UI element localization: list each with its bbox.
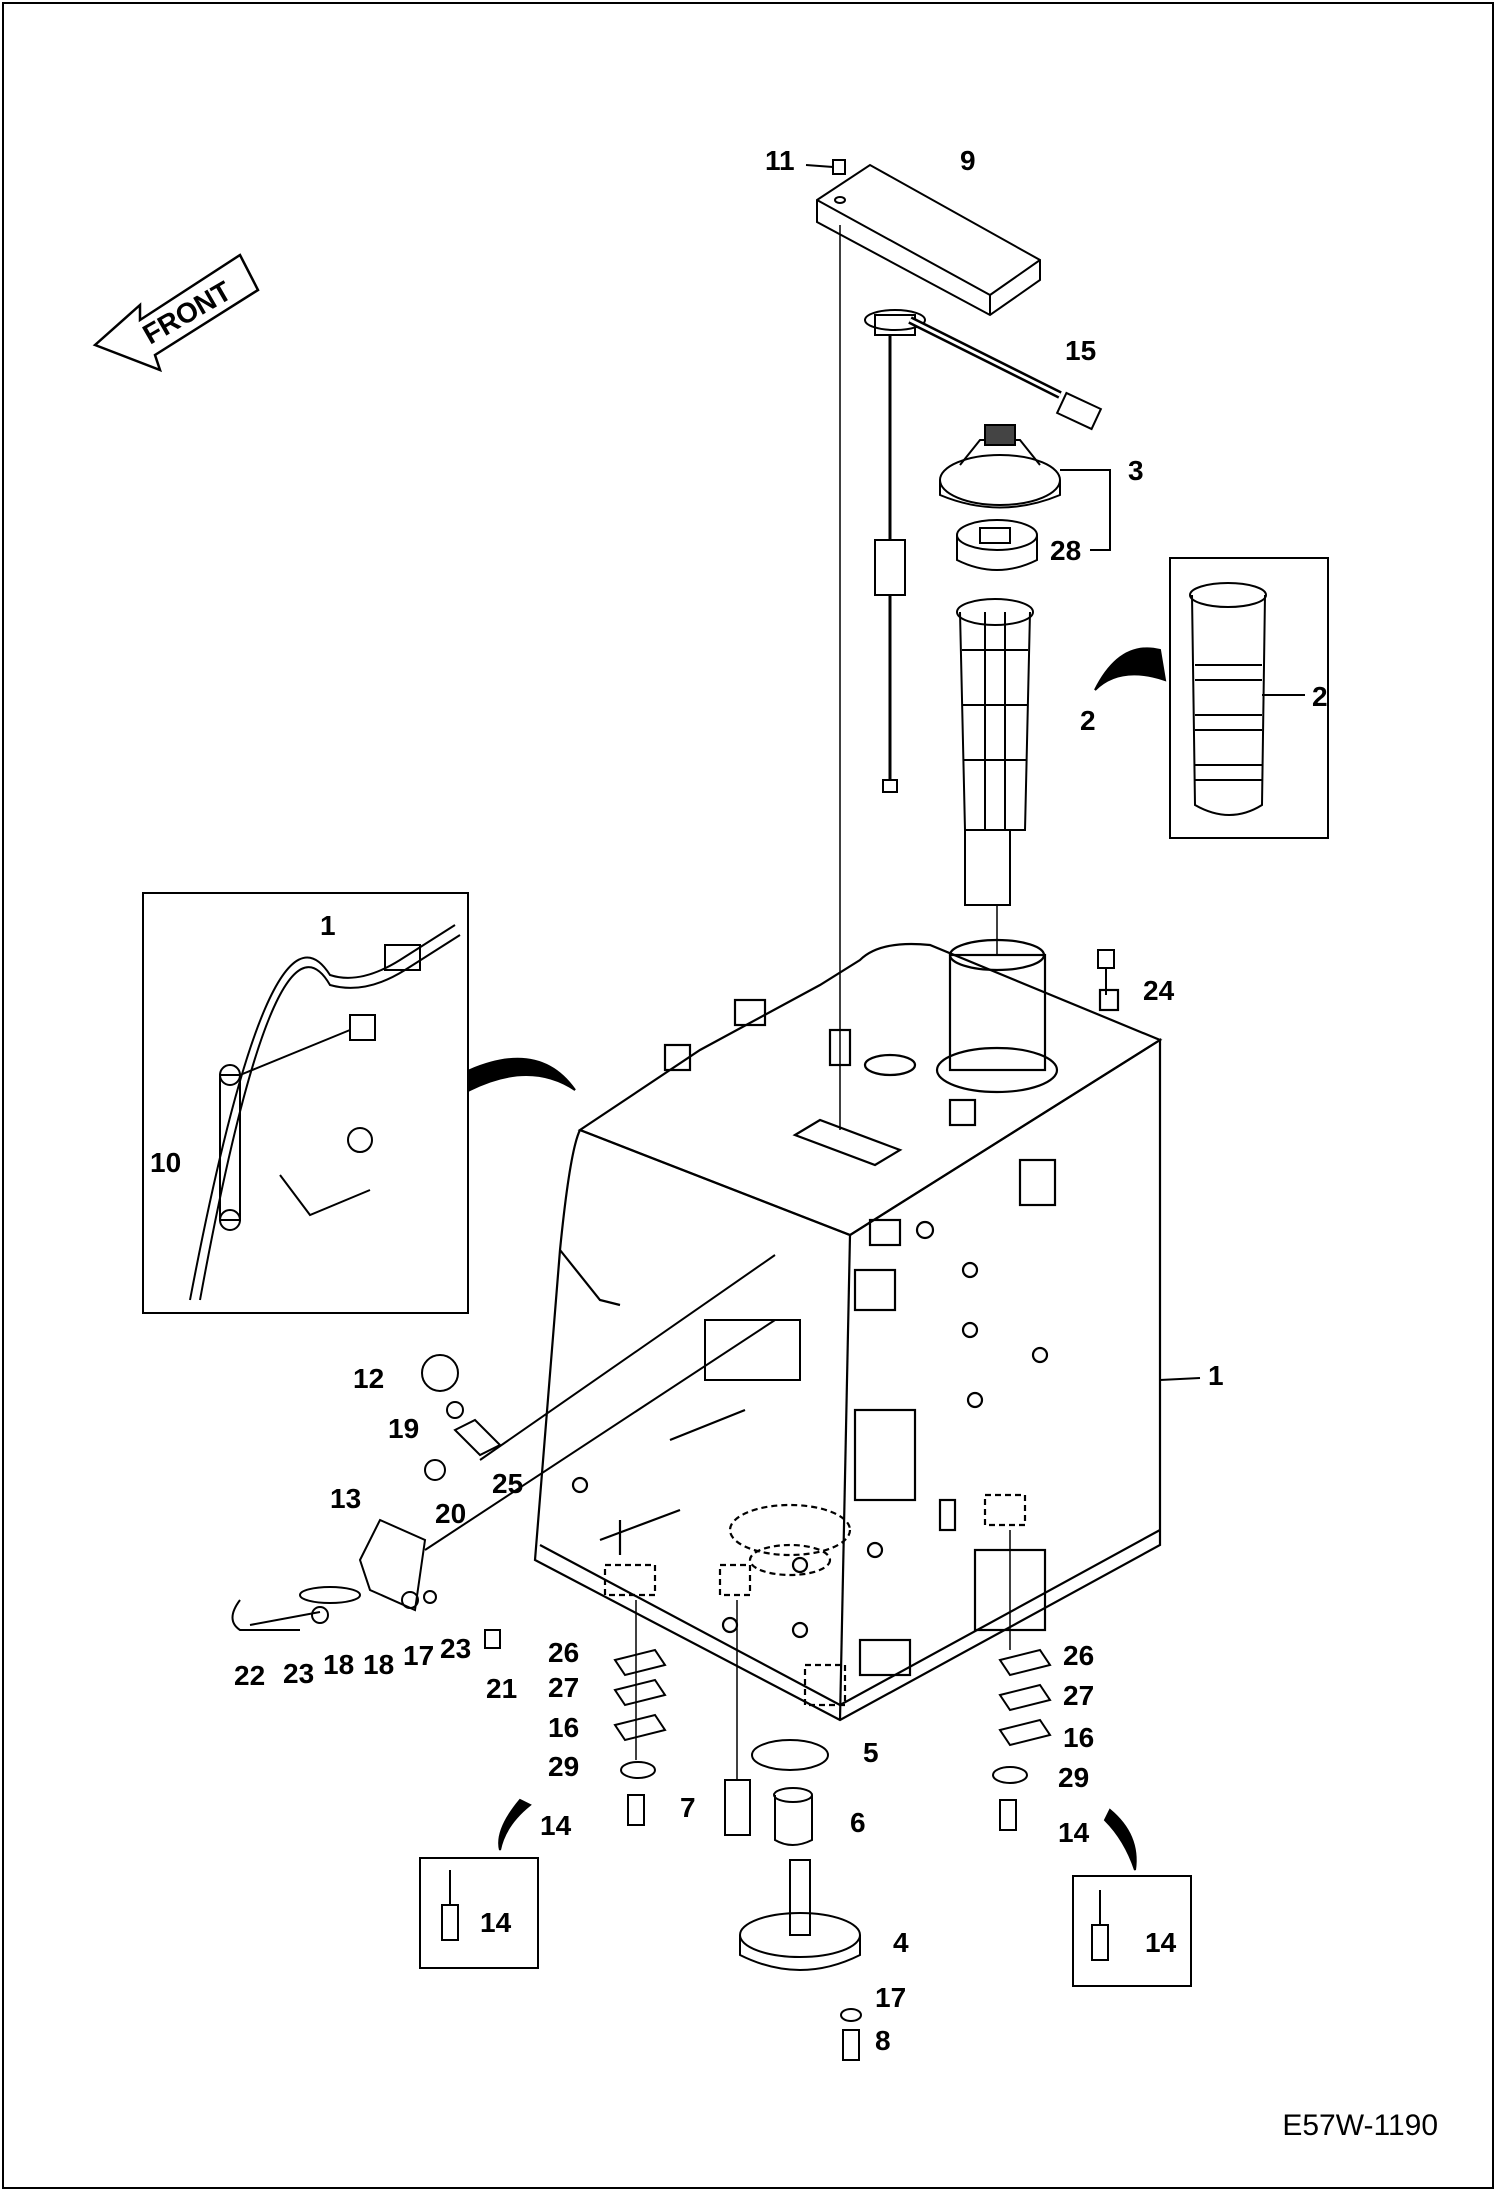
callout-4: 4 [893, 1927, 909, 1958]
callout-21: 21 [486, 1673, 517, 1704]
plug-24 [1097, 949, 1115, 995]
callout-14-inset-left: 14 [480, 1907, 512, 1938]
callout-17-bottom: 17 [875, 1982, 906, 2013]
callout-11: 11 [765, 145, 795, 176]
callout-1: 1 [1208, 1360, 1224, 1391]
callout-14-inset-right: 14 [1145, 1927, 1177, 1958]
callout-16-right: 16 [1063, 1722, 1094, 1753]
bolt-11 [805, 159, 846, 175]
callout-6: 6 [850, 1807, 866, 1838]
inset-arrow [1094, 647, 1167, 691]
inset-arrow [469, 1057, 576, 1092]
callout-7: 7 [680, 1792, 696, 1823]
suction-parts [724, 1600, 862, 2061]
callout-14-left: 14 [540, 1810, 572, 1841]
callout-20: 20 [435, 1498, 466, 1529]
callout-29-right: 29 [1058, 1762, 1089, 1793]
callout-25: 25 [492, 1468, 523, 1499]
callout-1-inset: 1 [320, 910, 336, 941]
callout-10: 10 [150, 1147, 181, 1178]
inset-level-gauge [142, 892, 469, 1314]
leader-line [1159, 1377, 1201, 1381]
callout-27-right: 27 [1063, 1680, 1094, 1711]
leader-line [1060, 469, 1111, 551]
callout-29-left: 29 [548, 1751, 579, 1782]
inset-arrow [498, 1798, 532, 1851]
callout-22: 22 [234, 1660, 265, 1691]
mount-right [992, 1530, 1052, 1831]
callout-8: 8 [875, 2025, 891, 2056]
fuel-level-sender-15 [864, 309, 1103, 793]
callout-15: 15 [1065, 335, 1096, 366]
callout-2: 2 [1080, 705, 1096, 736]
sight-gauge-parts [231, 1254, 776, 1649]
callout-28: 28 [1050, 535, 1081, 566]
callout-3: 3 [1128, 455, 1144, 486]
callout-27-left: 27 [548, 1672, 579, 1703]
callout-2-inset: 2 [1312, 681, 1328, 712]
hydraulic-tank-1 [533, 938, 1163, 1722]
callout-26-right: 26 [1063, 1640, 1094, 1671]
front-arrow: FRONT [92, 253, 260, 373]
callout-9: 9 [960, 145, 976, 176]
callout-23-left: 23 [283, 1658, 314, 1689]
inset-bolt-right [1072, 1875, 1192, 1987]
callout-24: 24 [1143, 975, 1175, 1006]
drawing-id: E57W-1190 [1282, 2109, 1438, 2142]
strainer-2 [956, 598, 1034, 906]
bracket-9 [816, 163, 1041, 317]
callout-14-right: 14 [1058, 1817, 1090, 1848]
tank-plate [704, 1319, 801, 1381]
inset-arrow [1103, 1808, 1137, 1871]
callout-13: 13 [330, 1483, 361, 1514]
mount-left [613, 1600, 667, 1826]
collar-28 [956, 519, 1038, 571]
callout-18-right: 18 [363, 1649, 394, 1680]
inset-bolt-left [419, 1857, 539, 1969]
callout-12: 12 [353, 1363, 384, 1394]
filler-cap-3 [939, 424, 1061, 509]
callout-26-left: 26 [548, 1637, 579, 1668]
callout-16-left: 16 [548, 1712, 579, 1743]
callout-19: 19 [388, 1413, 419, 1444]
inset-strainer [1169, 557, 1329, 839]
callout-17-left: 17 [403, 1640, 434, 1671]
callout-5: 5 [863, 1737, 879, 1768]
callout-18-left: 18 [323, 1649, 354, 1680]
callout-23-right: 23 [440, 1633, 471, 1664]
